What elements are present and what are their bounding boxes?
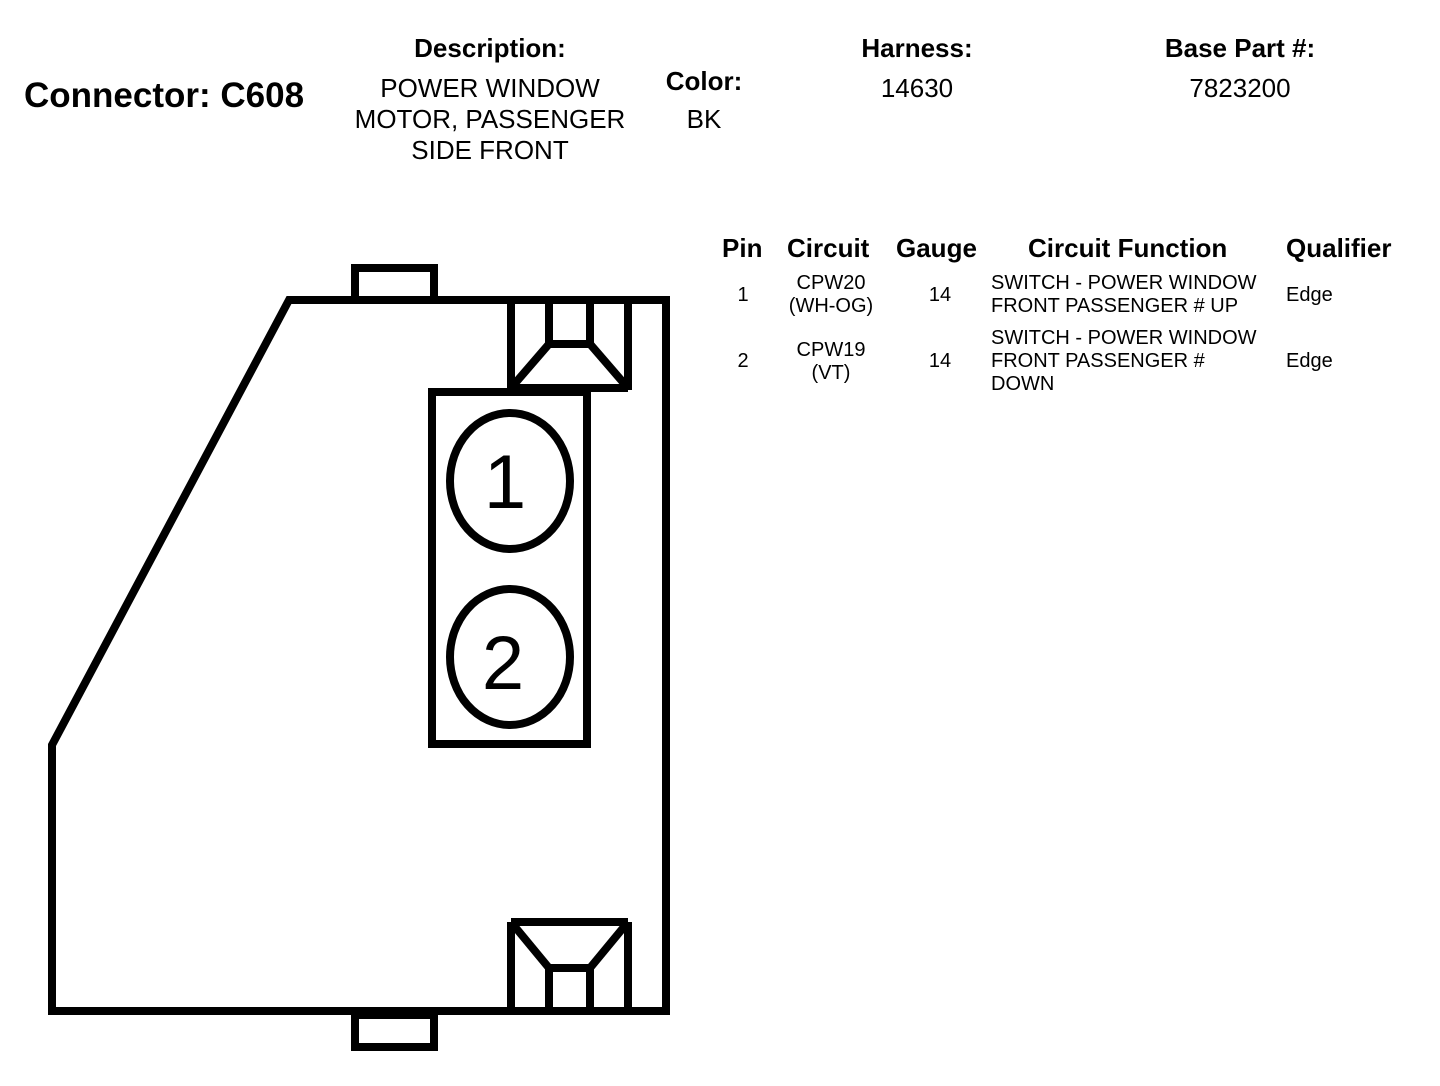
column-header-qualifier: Qualifier (1286, 233, 1392, 263)
function-line: DOWN (991, 373, 1055, 395)
base-part-value: 7823200 (1189, 73, 1291, 103)
bottom-locking-tab (351, 1011, 438, 1051)
column-header-circuit-function: Circuit Function (1028, 233, 1228, 263)
cavity-block (428, 388, 591, 748)
row-1-function: SWITCH - POWER WINDOW FRONT PASSENGER # … (991, 272, 1281, 318)
row-1-circuit: CPW20 (WH-OG) (770, 272, 892, 318)
circuit-line: (WH-OG) (788, 295, 874, 317)
row-2-gauge: 14 (928, 350, 952, 372)
column-header-pin: Pin (722, 233, 763, 263)
harness-label: Harness: (861, 33, 973, 63)
row-1-qualifier: Edge (1286, 284, 1333, 306)
cavity-2 (446, 585, 574, 729)
base-part-label: Base Part #: (1164, 33, 1316, 63)
description-value: POWER WINDOW MOTOR, PASSENGER SIDE FRONT (330, 73, 650, 166)
color-label: Color: (665, 66, 743, 96)
function-line: FRONT PASSENGER # (991, 350, 1205, 372)
row-1-gauge: 14 (928, 284, 952, 306)
connector-housing (48, 296, 670, 1015)
row-2-pin: 2 (737, 350, 749, 372)
function-line: SWITCH - POWER WINDOW (991, 327, 1257, 349)
description-line: POWER WINDOW (380, 73, 600, 103)
row-2-circuit: CPW19 (VT) (770, 339, 892, 385)
row-1-pin: 1 (737, 284, 749, 306)
circuit-line: CPW20 (796, 272, 866, 294)
circuit-line: CPW19 (796, 339, 866, 361)
cavity-1-label: 1 (484, 440, 526, 525)
harness-value: 14630 (880, 73, 954, 103)
description-label: Description: (414, 33, 566, 63)
top-keying-feature (507, 300, 632, 392)
column-header-gauge: Gauge (896, 233, 977, 263)
connector-title: Connector: C608 (24, 76, 305, 115)
top-locking-tab (351, 264, 438, 304)
row-2-qualifier: Edge (1286, 350, 1333, 372)
cavity-2-label: 2 (482, 621, 524, 706)
description-line: MOTOR, PASSENGER (354, 104, 626, 134)
color-value: BK (686, 104, 722, 134)
circuit-line: (VT) (811, 362, 851, 384)
function-line: FRONT PASSENGER # UP (991, 295, 1239, 317)
cavity-1 (446, 409, 574, 553)
function-line: SWITCH - POWER WINDOW (991, 272, 1257, 294)
row-2-function: SWITCH - POWER WINDOW FRONT PASSENGER # … (991, 327, 1281, 396)
column-header-circuit: Circuit (787, 233, 870, 263)
bottom-keying-feature (507, 918, 632, 1011)
description-line: SIDE FRONT (411, 135, 569, 165)
